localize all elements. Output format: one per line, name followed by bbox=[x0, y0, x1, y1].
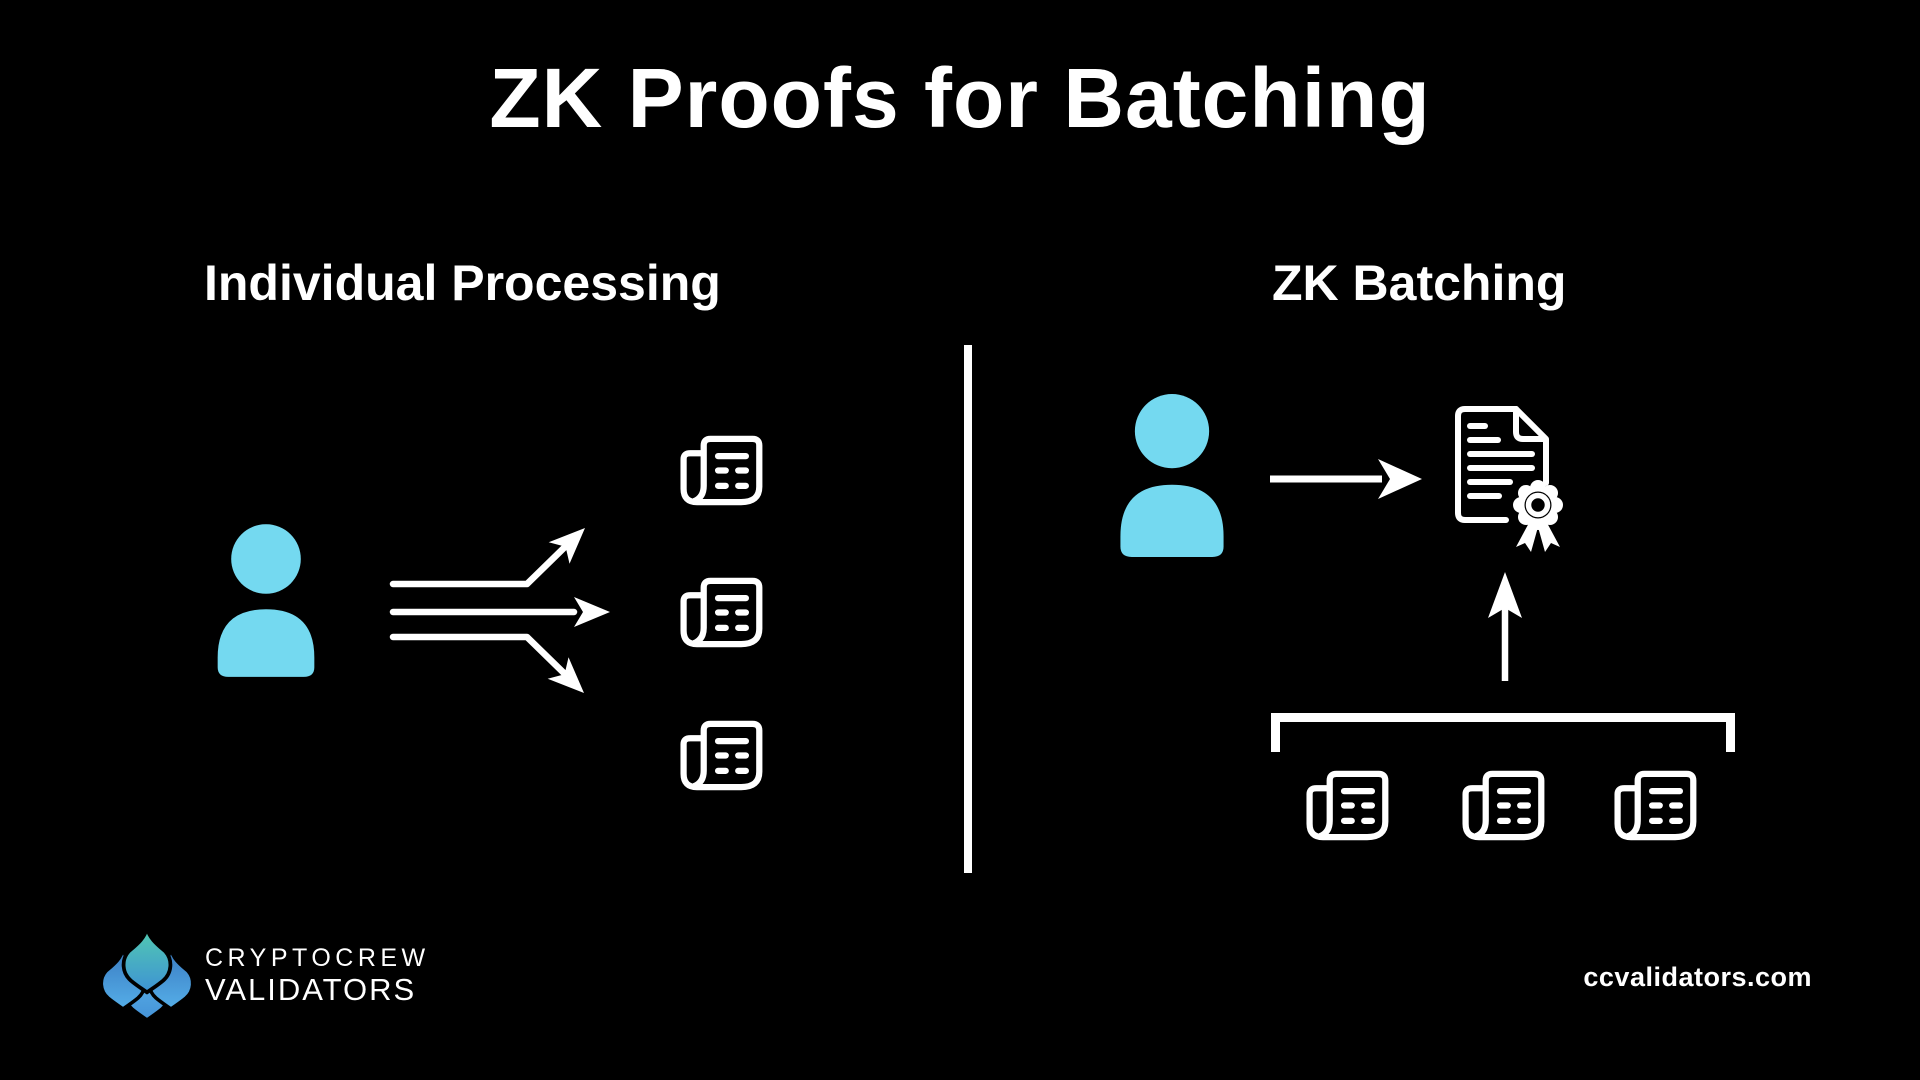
panel-divider bbox=[964, 345, 972, 873]
newspaper-doc-icon bbox=[1456, 766, 1548, 845]
newspaper-doc-icon bbox=[674, 573, 766, 652]
brand-name-line2: VALIDATORS bbox=[205, 972, 417, 1007]
group-bracket bbox=[1271, 713, 1735, 752]
newspaper-doc-icon bbox=[674, 431, 766, 510]
newspaper-doc-icon bbox=[1608, 766, 1700, 845]
cryptocrew-logo-mark bbox=[99, 925, 195, 1022]
person-icon bbox=[1110, 394, 1234, 559]
website-url: ccvalidators.com bbox=[1583, 962, 1812, 992]
person-icon bbox=[208, 524, 324, 679]
fan-out-arrows-icon bbox=[389, 528, 610, 693]
arrow-right-icon bbox=[1270, 459, 1422, 499]
newspaper-doc-icon bbox=[674, 716, 766, 795]
newspaper-doc-icon bbox=[1300, 766, 1392, 845]
certificate-doc-icon bbox=[1455, 406, 1563, 552]
right-panel-heading: ZK Batching bbox=[1272, 255, 1567, 311]
left-panel-heading: Individual Processing bbox=[204, 255, 721, 311]
brand-name-line1: CRYPTOCREW bbox=[205, 944, 430, 972]
page-title: ZK Proofs for Batching bbox=[489, 51, 1431, 145]
arrow-up-icon bbox=[1488, 572, 1522, 681]
